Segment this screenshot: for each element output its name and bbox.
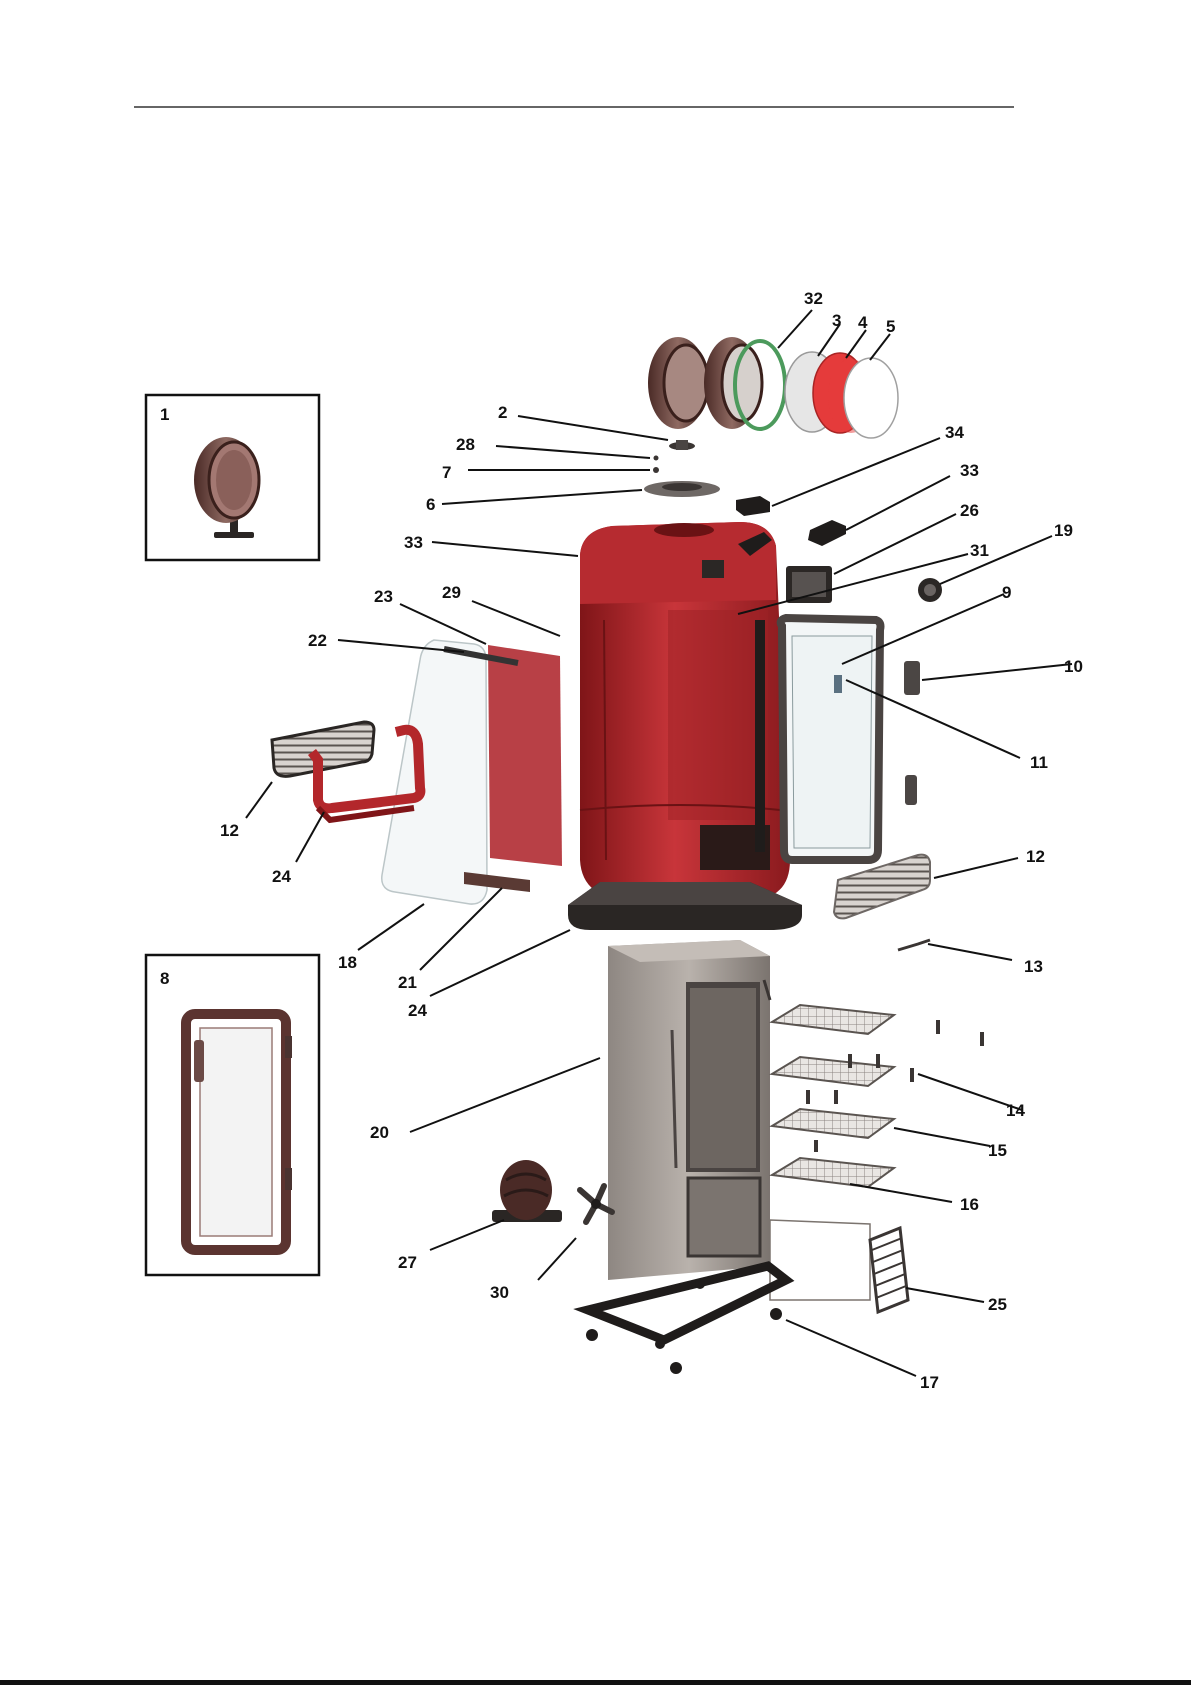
callout-14: 14: [1006, 1101, 1025, 1120]
callout-12-right: 12: [1026, 847, 1045, 866]
callout-7: 7: [442, 463, 451, 482]
callout-2: 2: [498, 403, 507, 422]
callout-24-left: 24: [272, 867, 291, 886]
wire-shelves: [772, 1005, 984, 1187]
callout-12-left: 12: [220, 821, 239, 840]
callout-18: 18: [338, 953, 357, 972]
condenser-fan: [580, 1186, 612, 1222]
callout-3: 3: [832, 311, 841, 330]
top-fittings: [644, 440, 720, 497]
callout-26: 26: [960, 501, 979, 520]
callout-33-right: 33: [960, 461, 979, 480]
callout-6: 6: [426, 495, 435, 514]
callout-20: 20: [370, 1123, 389, 1142]
callout-16: 16: [960, 1195, 979, 1214]
lamp-explode: [648, 337, 898, 438]
callout-5: 5: [886, 317, 895, 336]
callout-30: 30: [490, 1283, 509, 1302]
callout-4: 4: [858, 313, 868, 332]
inset-door: 8: [146, 955, 319, 1275]
lamp-assembly-icon: [194, 437, 259, 538]
compressor: [492, 1160, 562, 1222]
callout-23: 23: [374, 587, 393, 606]
callout-13: 13: [1024, 957, 1043, 976]
callout-10: 10: [1064, 657, 1083, 676]
callout-34: 34: [945, 423, 964, 442]
inset-lamp: 1: [146, 395, 319, 560]
callout-19: 19: [1054, 521, 1073, 540]
callout-32: 32: [804, 289, 823, 308]
callout-29: 29: [442, 583, 461, 602]
callout-22: 22: [308, 631, 327, 650]
callout-9: 9: [1002, 583, 1011, 602]
callout-21: 21: [398, 973, 417, 992]
door-frame-icon: [186, 1014, 292, 1250]
inset-door-label: 8: [160, 969, 169, 988]
callout-24-base: 24: [408, 1001, 427, 1020]
condenser-coil: [870, 1228, 908, 1312]
right-grille: [834, 855, 930, 950]
callout-25: 25: [988, 1295, 1007, 1314]
callout-27: 27: [398, 1253, 417, 1272]
inset-lamp-label: 1: [160, 405, 169, 424]
callout-11: 11: [1030, 753, 1048, 772]
callout-15: 15: [988, 1141, 1007, 1160]
base-frame: [586, 1266, 786, 1374]
footer-rule: [0, 1680, 1191, 1685]
callout-17: 17: [920, 1373, 939, 1392]
callout-33-left: 33: [404, 533, 423, 552]
callout-28: 28: [456, 435, 475, 454]
callout-31: 31: [970, 541, 989, 560]
side-panels: [382, 640, 562, 904]
